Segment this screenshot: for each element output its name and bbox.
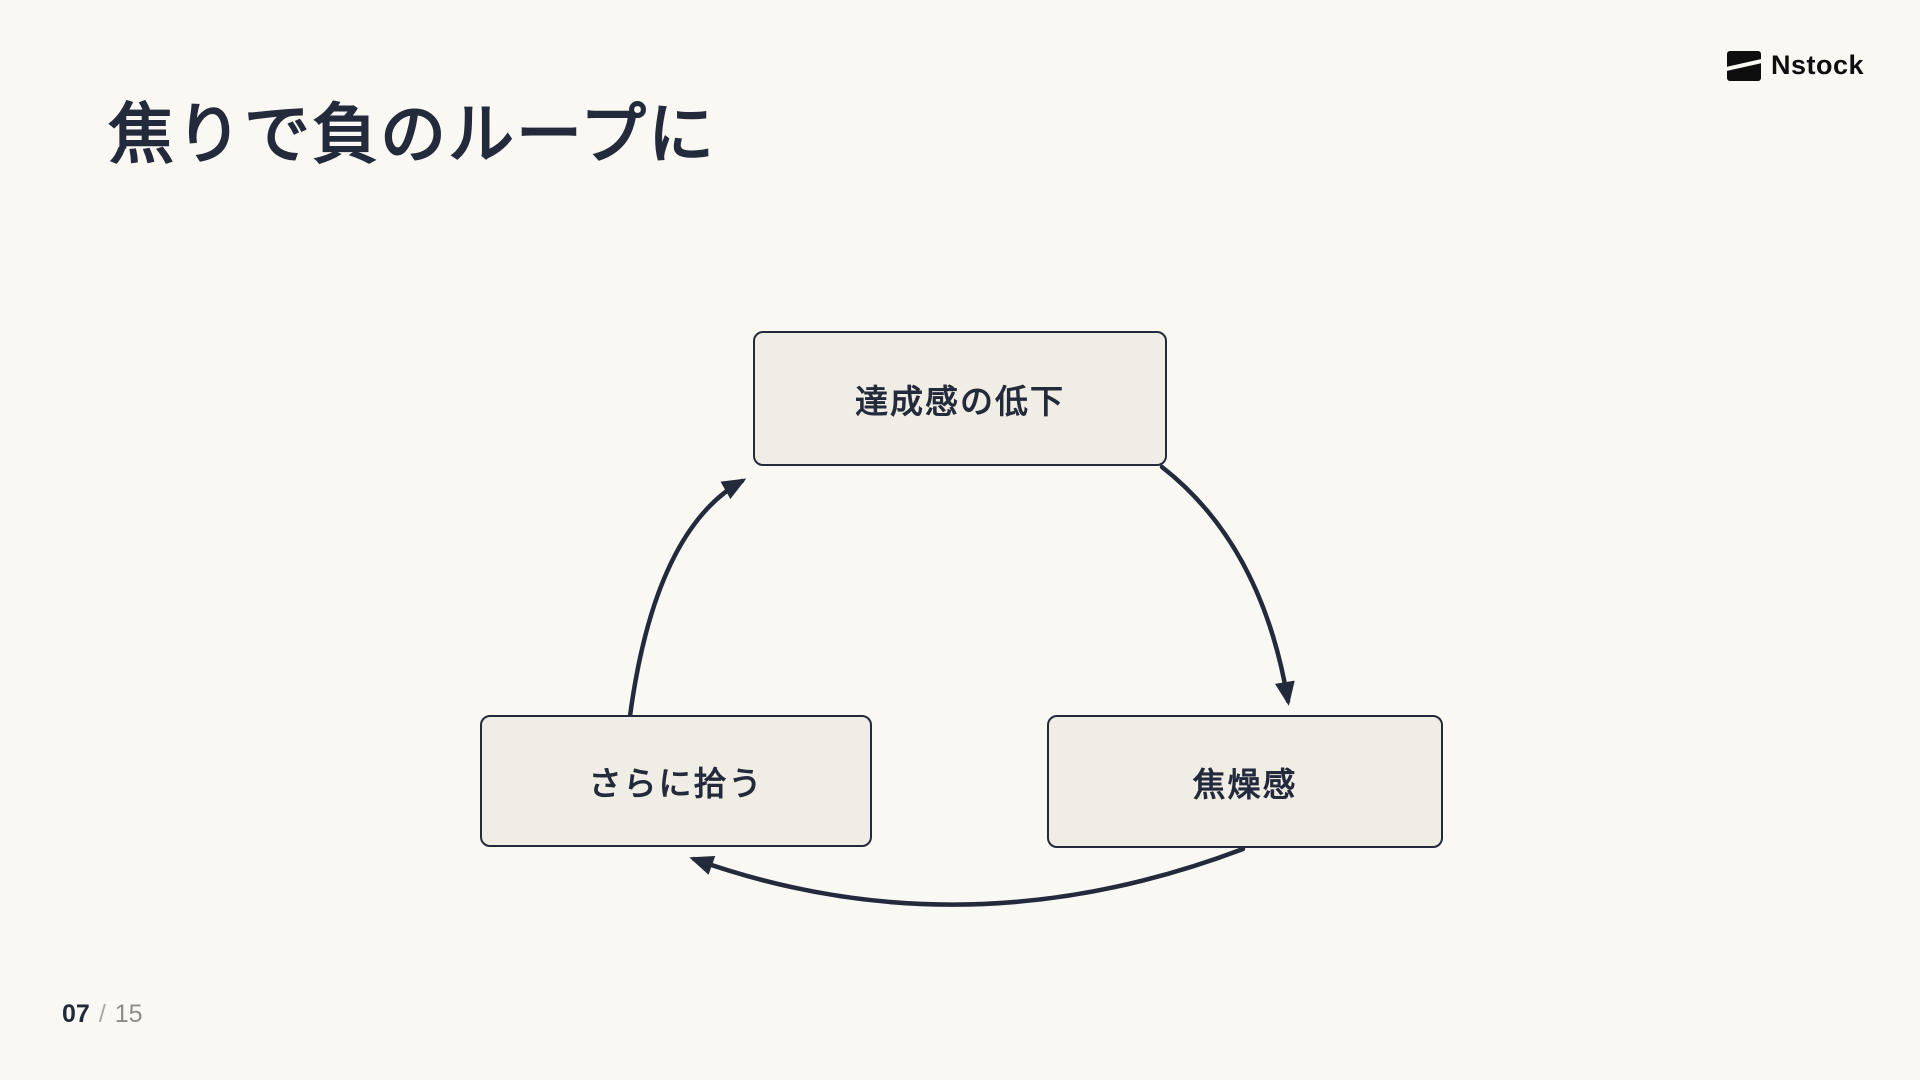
page-total: 15 xyxy=(114,1000,143,1028)
nstock-logo-text: Nstock xyxy=(1770,50,1864,80)
page-separator: / xyxy=(98,1000,106,1028)
page-indicator: 07 / 15 xyxy=(62,1000,143,1029)
nstock-logo-icon xyxy=(1726,50,1761,81)
edge-top-to-bottomright xyxy=(1159,464,1295,706)
slide-title: 焦りで負のループに xyxy=(108,97,717,171)
page-current: 07 xyxy=(62,1000,90,1028)
diagram-node-bottom-right: 焦燥感 xyxy=(1047,715,1443,848)
edge-bottomleft-to-top xyxy=(627,478,747,719)
node-label: さらに拾う xyxy=(588,765,764,802)
diagram-node-top: 達成感の低下 xyxy=(753,331,1167,466)
node-label: 焦燥感 xyxy=(1192,765,1298,803)
edge-bottomright-to-bottomleft xyxy=(689,846,1246,907)
diagram-node-bottom-left: さらに拾う xyxy=(480,715,872,847)
nstock-logo: Nstock xyxy=(1726,50,1864,81)
node-label: 達成感の低下 xyxy=(855,382,1065,420)
